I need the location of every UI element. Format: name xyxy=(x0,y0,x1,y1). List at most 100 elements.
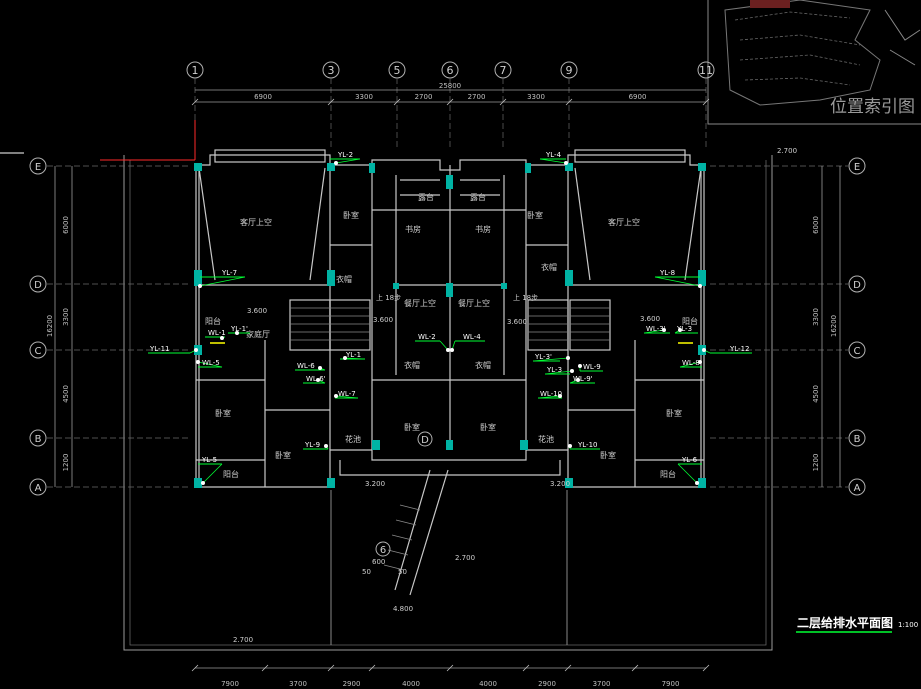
dim-600: 600 xyxy=(372,558,385,566)
elev-3600-far-right: 3.600 xyxy=(640,315,660,323)
pipe-riser xyxy=(196,360,200,364)
pipe-riser xyxy=(568,444,572,448)
room-label: 衣帽 xyxy=(475,360,491,370)
elev-3600-left: 3.600 xyxy=(247,307,267,315)
pipe-leader-diag xyxy=(679,361,701,368)
dim-tick xyxy=(327,664,335,672)
room-label: 卧室 xyxy=(666,408,682,418)
pipe-leader-diag xyxy=(677,463,698,484)
elev-2700-top: 2.700 xyxy=(777,147,797,155)
index-map-north xyxy=(884,9,921,66)
dim-span: 4500 xyxy=(812,385,820,403)
index-map-blocks xyxy=(734,11,861,86)
index-map-highlight xyxy=(750,0,790,8)
room-label: 阳台 xyxy=(223,469,239,479)
pipe-leader-diag xyxy=(199,276,246,287)
room-label: 阳台 xyxy=(205,316,221,326)
axis-label: D xyxy=(853,280,861,291)
pipe-riser xyxy=(316,378,320,382)
dim-span: 1200 xyxy=(59,0,77,2)
dim-tick xyxy=(564,664,572,672)
pipe-riser xyxy=(570,369,574,373)
pipe-label: WL-6' xyxy=(306,375,326,383)
pipe-label: WL-10 xyxy=(540,390,562,398)
left-axes: EDCBA6000330045001200120016200 xyxy=(29,0,190,496)
pipe-label: WL-9' xyxy=(573,375,593,383)
pipe-label: WL-4 xyxy=(463,333,481,341)
pipe-riser xyxy=(695,481,699,485)
room-label: 书房 xyxy=(475,224,491,234)
pipe-riser xyxy=(334,394,338,398)
axis-bubble xyxy=(29,275,47,293)
pipe-label: YL-11 xyxy=(149,345,170,353)
dim-total: 16200 xyxy=(46,315,54,337)
pipe-leader-diag xyxy=(202,463,223,484)
pipe-riser xyxy=(576,378,580,382)
dim-span: 3300 xyxy=(812,308,820,326)
pipe-label: YL-7 xyxy=(221,269,237,277)
dim-span: 6000 xyxy=(62,216,70,234)
drawing-title: 二层给排水平面图 xyxy=(797,615,893,630)
pipe-label: YL-10 xyxy=(577,441,598,449)
dim-50-a: 50 xyxy=(362,568,371,576)
room-label: 餐厅上空 xyxy=(458,298,490,308)
pipe-leader-diag xyxy=(654,276,701,287)
axis-6-bottom: 6 xyxy=(380,545,386,556)
room-label: 卧室 xyxy=(480,422,496,432)
index-map: 位置索引图 xyxy=(707,0,921,125)
axis-bubble xyxy=(848,429,866,447)
axis-label: 3 xyxy=(328,64,335,77)
dim-span: 7900 xyxy=(221,680,239,688)
pipe-riser xyxy=(566,356,570,360)
dim-tick xyxy=(499,98,507,106)
dim-span: 2700 xyxy=(415,93,433,101)
dim-span: 4500 xyxy=(62,385,70,403)
elev-3600-center: 3.600 xyxy=(373,316,393,324)
room-label: 卧室 xyxy=(527,210,543,220)
room-label: 花池 xyxy=(345,434,361,444)
dim-span: 3700 xyxy=(289,680,307,688)
room-label: 露台 xyxy=(470,192,486,202)
axis-label: C xyxy=(35,346,42,357)
dim-tick xyxy=(446,664,454,672)
pipe-riser xyxy=(450,348,454,352)
axis-label: 6 xyxy=(447,64,454,77)
axis-label: B xyxy=(854,434,861,445)
pipe-riser xyxy=(220,336,224,340)
building-walls xyxy=(195,149,705,596)
annotations: 3.600 3.600 3.600 3.600 3.200 3.200 2.70… xyxy=(233,147,797,644)
pipe-label: YL-3 xyxy=(676,325,692,333)
dim-tick xyxy=(446,98,454,106)
pipe-label: WL-7 xyxy=(338,390,356,398)
axis-bubble xyxy=(29,478,47,496)
room-labels: 客厅上空 卧室 书房 书房 卧室 客厅上空 餐厅上空 餐厅上空 衣帽 衣帽 卧室… xyxy=(205,192,698,479)
dim-span: 1200 xyxy=(812,454,820,472)
pipe-leader-diag xyxy=(335,395,359,399)
pipe-label: WL-2 xyxy=(418,333,436,341)
axis-bubble xyxy=(848,478,866,496)
dim-span: 3700 xyxy=(593,680,611,688)
pipe-leader-diag xyxy=(643,329,665,334)
elev-2700-bottom: 2.700 xyxy=(233,636,253,644)
dim-span: 3300 xyxy=(527,93,545,101)
pipe-riser xyxy=(698,284,702,288)
drawing-scale: 1:100 xyxy=(898,621,918,629)
pipe-label: YL-9 xyxy=(304,441,320,449)
dim-span: 6000 xyxy=(812,216,820,234)
pipe-riser xyxy=(578,364,582,368)
dim-tick xyxy=(327,98,335,106)
dim-tick xyxy=(565,98,573,106)
room-label: 花池 xyxy=(538,434,554,444)
pipe-label: YL-4 xyxy=(545,151,562,159)
pipe-label: WL-1 xyxy=(208,329,226,337)
dim-tick xyxy=(191,98,199,106)
pipe-riser xyxy=(558,394,562,398)
extra-axis-bubbles: 6 D xyxy=(375,431,433,557)
axis-label: E xyxy=(854,162,860,173)
dim-span: 2900 xyxy=(343,680,361,688)
axis-label: 11 xyxy=(699,64,713,77)
pipe-riser xyxy=(334,161,338,165)
dim-tick xyxy=(522,664,530,672)
room-label: 客厅上空 xyxy=(608,217,640,227)
